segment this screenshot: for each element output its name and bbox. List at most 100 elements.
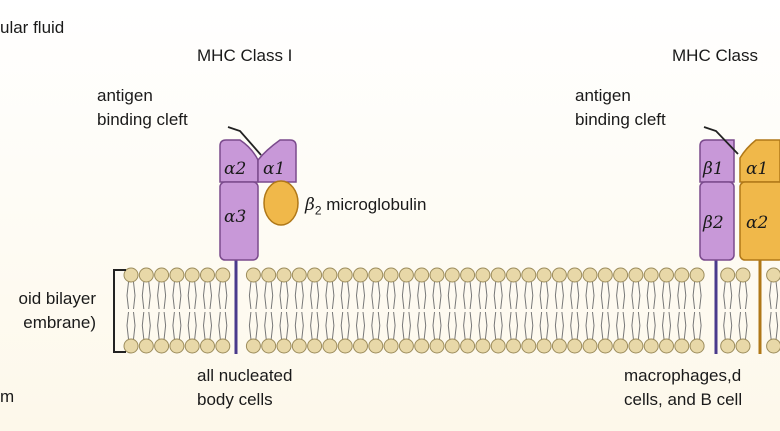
- lipid-head: [567, 267, 583, 283]
- lipid-tail: [729, 311, 733, 340]
- lipid-tail: [401, 281, 405, 310]
- lipid-tail: [500, 311, 503, 340]
- lipid-tail: [478, 311, 481, 340]
- lipid-tail: [454, 311, 457, 340]
- lipid-tail: [194, 311, 197, 340]
- lipid-tail: [637, 281, 641, 310]
- lipid-tail: [469, 311, 473, 340]
- lipid-tail: [668, 311, 672, 340]
- mhc-class-2-title: MHC Class: [672, 46, 758, 65]
- lipid-tail: [371, 281, 374, 310]
- lipid-tail: [447, 311, 451, 340]
- cytoplasm-label: m: [0, 387, 15, 406]
- lipid-tail: [738, 281, 741, 310]
- lipid-tail: [493, 311, 497, 340]
- lipid-tail: [218, 281, 221, 310]
- lipid-tail: [646, 281, 650, 310]
- lipid-tail: [286, 281, 289, 310]
- lipid-tail: [554, 311, 558, 340]
- lipid-tail: [561, 311, 564, 340]
- lipid-head: [536, 338, 552, 354]
- lipid-head: [322, 338, 338, 354]
- lipid-tail: [187, 281, 191, 310]
- lipid-tail: [371, 311, 374, 340]
- lipid-head: [184, 267, 200, 283]
- lipid-tail: [157, 311, 160, 340]
- lipid-head: [735, 267, 751, 283]
- lipid-tail: [729, 281, 733, 310]
- lipid-tail: [347, 281, 350, 310]
- lipid-tail: [484, 311, 488, 340]
- mhc2-cleft-label: antigen binding cleft: [575, 86, 666, 129]
- lipid-tail: [493, 281, 497, 310]
- lipid-tail: [683, 281, 687, 310]
- mhc2-b2-label: β2: [702, 213, 724, 233]
- lipid-head: [490, 338, 506, 354]
- lipid-tail: [310, 311, 313, 340]
- lipid-tail: [218, 311, 221, 340]
- lipid-head: [444, 267, 460, 283]
- lipid-tail: [133, 311, 136, 340]
- lipid-tail: [769, 281, 772, 310]
- lipid-bilayer-label: oid bilayer embrane): [18, 289, 97, 332]
- lipid-tail: [347, 311, 350, 340]
- lipid-tail: [769, 311, 772, 340]
- lipid-tail: [264, 281, 267, 310]
- lipid-head: [353, 338, 368, 354]
- lipid-tail: [386, 311, 390, 340]
- lipid-tail: [408, 281, 411, 310]
- lipid-head: [506, 267, 521, 283]
- lipid-tail: [692, 311, 696, 340]
- lipid-tail: [224, 281, 228, 310]
- lipid-head: [291, 267, 307, 283]
- lipid-tail: [561, 281, 564, 310]
- lipid-tail: [141, 281, 145, 310]
- lipid-tail: [539, 311, 543, 340]
- beta2-subscript: 2: [314, 203, 322, 218]
- lipid-tail: [508, 281, 512, 310]
- lipid-head: [521, 338, 537, 354]
- mhc1-a3-label: α3: [224, 207, 246, 227]
- lipid-tail: [668, 281, 672, 310]
- lipid-head: [674, 338, 690, 354]
- lipid-head: [154, 267, 170, 283]
- lipid-tail: [163, 311, 167, 340]
- lipid-tail: [316, 281, 320, 310]
- lipid-head: [261, 338, 277, 354]
- lipid-head: [597, 267, 613, 283]
- lipid-tail: [294, 281, 298, 310]
- lipid-tail: [133, 281, 136, 310]
- lipid-tail: [546, 311, 549, 340]
- lipid-tail: [616, 311, 619, 340]
- lipid-head: [659, 338, 674, 354]
- lipid-tail: [447, 281, 451, 310]
- mhc2-cleft-pointer: [703, 126, 739, 155]
- bilayer-bracket: [113, 269, 126, 353]
- mhc1-cleft-label: antigen binding cleft: [97, 86, 188, 129]
- lipid-tail: [530, 281, 534, 310]
- lipid-tail: [325, 281, 328, 310]
- lipid-tail: [209, 311, 213, 340]
- lipid-head: [123, 338, 139, 354]
- lipid-tail: [469, 281, 473, 310]
- lipid-tail: [141, 311, 145, 340]
- lipid-tail: [661, 281, 665, 310]
- microglobulin-text: microglobulin: [321, 195, 427, 214]
- lipid-tail: [622, 281, 626, 310]
- lipid-tail: [484, 281, 488, 310]
- lipid-tail: [616, 281, 619, 310]
- lipid-head: [398, 338, 414, 354]
- lipid-tail: [463, 311, 466, 340]
- lipid-tail: [500, 281, 503, 310]
- lipid-head: [766, 338, 780, 354]
- lipid-tail: [683, 311, 687, 340]
- lipid-tail: [585, 311, 588, 340]
- lipid-tail: [631, 281, 634, 310]
- lipid-head: [215, 267, 231, 283]
- lipid-head: [429, 338, 445, 354]
- lipid-tail: [745, 311, 748, 340]
- lipid-head: [551, 338, 567, 354]
- lipid-head: [720, 338, 736, 354]
- lipid-head: [766, 267, 780, 283]
- lipid-tail: [554, 281, 558, 310]
